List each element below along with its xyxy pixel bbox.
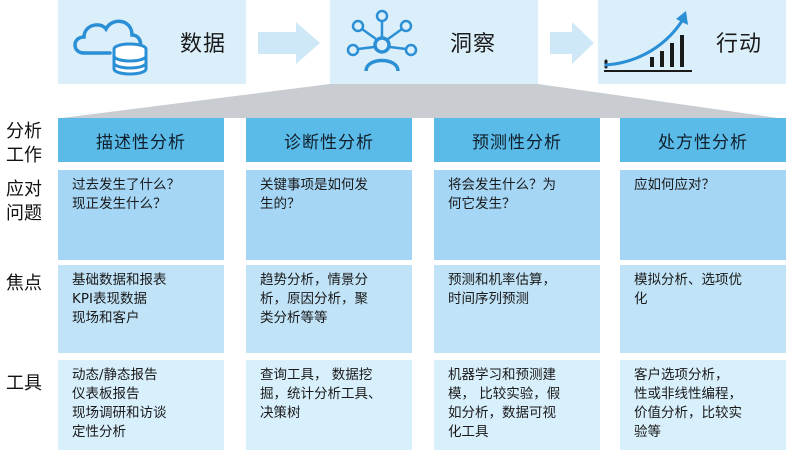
question-diagnostic: 关键事项是如何发 生的？: [246, 170, 412, 260]
question-predictive: 将会发生什么？为 何它发生？: [434, 170, 600, 260]
row-label-tools: 工具: [6, 373, 42, 394]
focus-diagnostic: 趋势分析，情景分 析，原因分析，聚 类分析等等: [246, 265, 412, 353]
flow-data-label: 数据: [180, 32, 227, 57]
cloud-database-icon: [73, 19, 148, 76]
right-arrow-icon: [258, 22, 320, 64]
right-arrow-icon: [550, 22, 594, 64]
header-diagnostic: 诊断性分析: [246, 118, 412, 162]
question-prescriptive: 应如何应对？: [620, 170, 786, 260]
focus-prescriptive: 模拟分析、选项优 化: [620, 265, 786, 353]
tools-prescriptive: 客户选项分析， 性或非线性编程， 价值分析，比较实 验等: [620, 360, 786, 450]
row-label-work: 分析 工作: [6, 121, 42, 166]
focus-descriptive: 基础数据和报表 KPI表现数据 现场和客户: [58, 265, 224, 353]
header-prescriptive: 处方性分析: [620, 118, 786, 162]
header-predictive: 预测性分析: [434, 118, 600, 162]
tools-diagnostic: 查询工具， 数据挖 掘，统计分析工具、 决策树: [246, 360, 412, 450]
header-descriptive: 描述性分析: [58, 118, 224, 162]
flow-action-box: 行动: [598, 0, 786, 84]
growth-chart-icon: [604, 11, 692, 72]
flow-insight-label: 洞察: [450, 32, 497, 57]
insight-expansion-trapezoid: [62, 84, 778, 118]
flow-data-box: 数据: [58, 0, 246, 84]
flow-action-label: 行动: [716, 32, 763, 57]
focus-predictive: 预测和机率估算， 时间序列预测: [434, 265, 600, 353]
tools-descriptive: 动态/静态报告 仪表板报告 现场调研和访谈 定性分析: [58, 360, 224, 450]
row-label-focus: 焦点: [6, 273, 42, 294]
question-descriptive: 过去发生了什么？ 现正发生什么？: [58, 170, 224, 260]
tools-predictive: 机器学习和预测建 模， 比较实验，假 如分析，数据可视 化工具: [434, 360, 600, 450]
row-label-question: 应对 问题: [6, 179, 42, 224]
network-person-icon: [346, 9, 418, 72]
flow-insight-box: 洞察: [330, 0, 538, 84]
